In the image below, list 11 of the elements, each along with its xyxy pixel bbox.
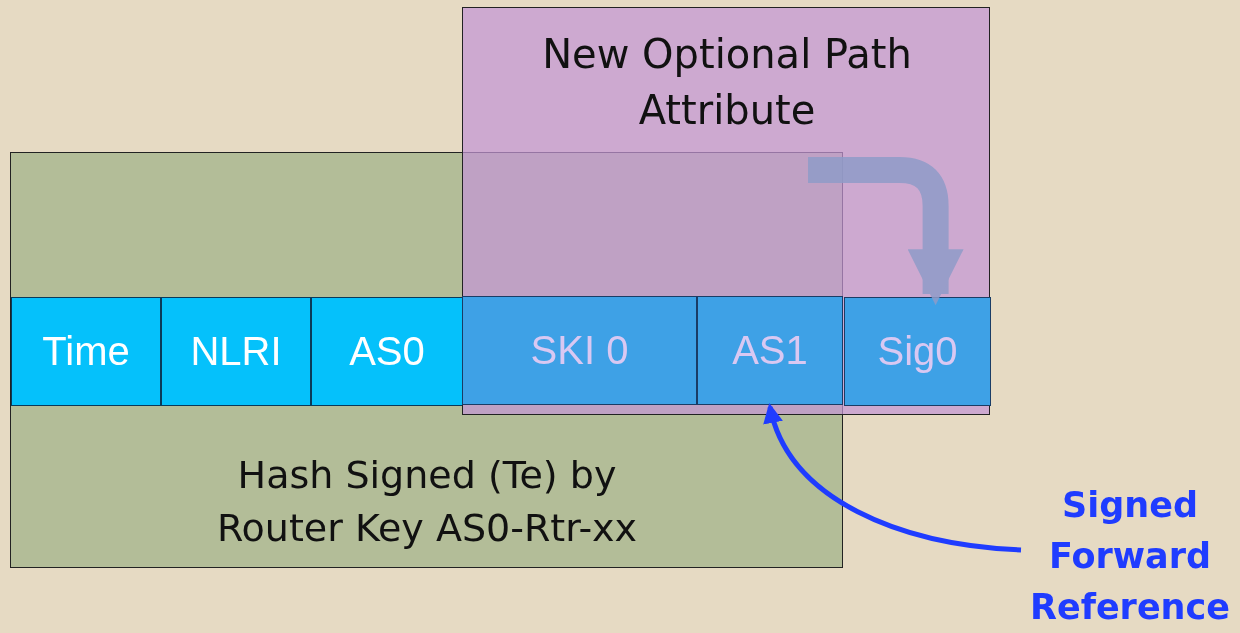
nlri-field: NLRI xyxy=(161,297,311,406)
panel-title: New Optional Path Attribute xyxy=(541,30,913,135)
arrow xyxy=(808,157,964,306)
panel-title: Hash Signed (Te) by Router Key AS0-Rtr-xx xyxy=(215,452,639,553)
ski-field: SKI 0 xyxy=(462,296,697,405)
as-field: AS1 xyxy=(697,296,843,405)
time-field: Time xyxy=(11,297,161,406)
signature-field: Sig0 xyxy=(844,297,991,406)
callout-text: Signed Forward Reference xyxy=(1025,480,1235,633)
as-field: AS0 xyxy=(311,297,463,406)
arrow xyxy=(764,403,1022,553)
